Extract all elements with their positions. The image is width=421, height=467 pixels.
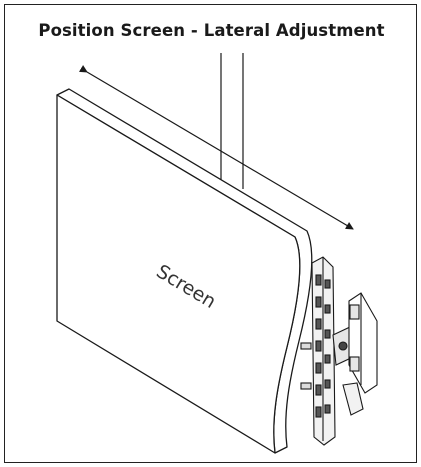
- wall-lines: [220, 53, 244, 189]
- mount-illustration: Screen: [56, 53, 378, 454]
- diagram-title: Position Screen - Lateral Adjustment: [38, 21, 385, 40]
- diagram-frame: Position Screen - Lateral Adjustment: [4, 4, 417, 463]
- screen-front: [56, 94, 301, 454]
- mount-bracket: [300, 256, 378, 446]
- lateral-arrow-icon: [78, 64, 354, 230]
